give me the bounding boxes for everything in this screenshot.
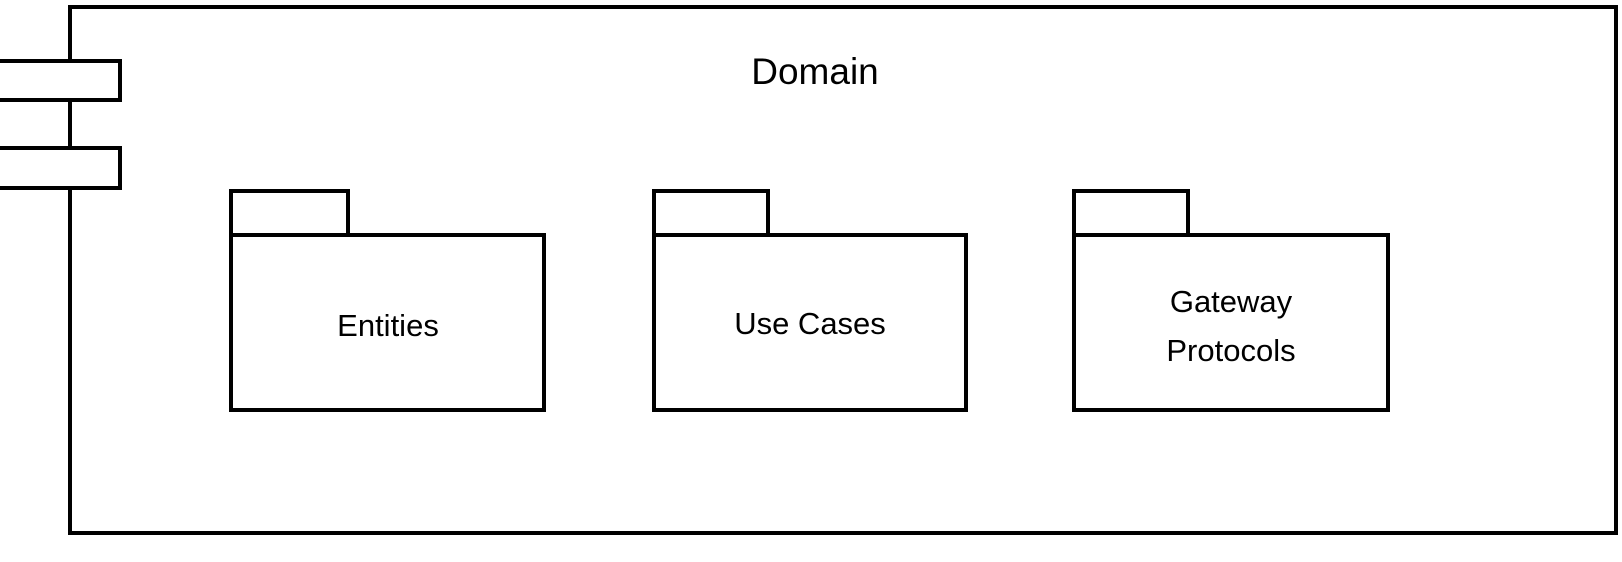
package-gateway-protocols[interactable]: Gateway Protocols	[1072, 189, 1390, 412]
package-entities-shape	[229, 189, 546, 412]
package-use-cases[interactable]: Use Cases	[652, 189, 968, 412]
package-use-cases-label: Use Cases	[734, 306, 886, 341]
domain-title: Domain	[751, 51, 879, 92]
component-icon-bar-top	[0, 59, 122, 102]
package-use-cases-shape	[652, 189, 968, 412]
package-gateway-protocols-shape	[1072, 189, 1390, 412]
package-entities-label: Entities	[337, 308, 439, 343]
package-gateway-protocols-label-line2: Protocols	[1166, 333, 1295, 368]
component-icon-bar-bottom	[0, 146, 122, 190]
package-gateway-protocols-label-line1: Gateway	[1170, 284, 1293, 319]
package-entities[interactable]: Entities	[229, 189, 546, 412]
